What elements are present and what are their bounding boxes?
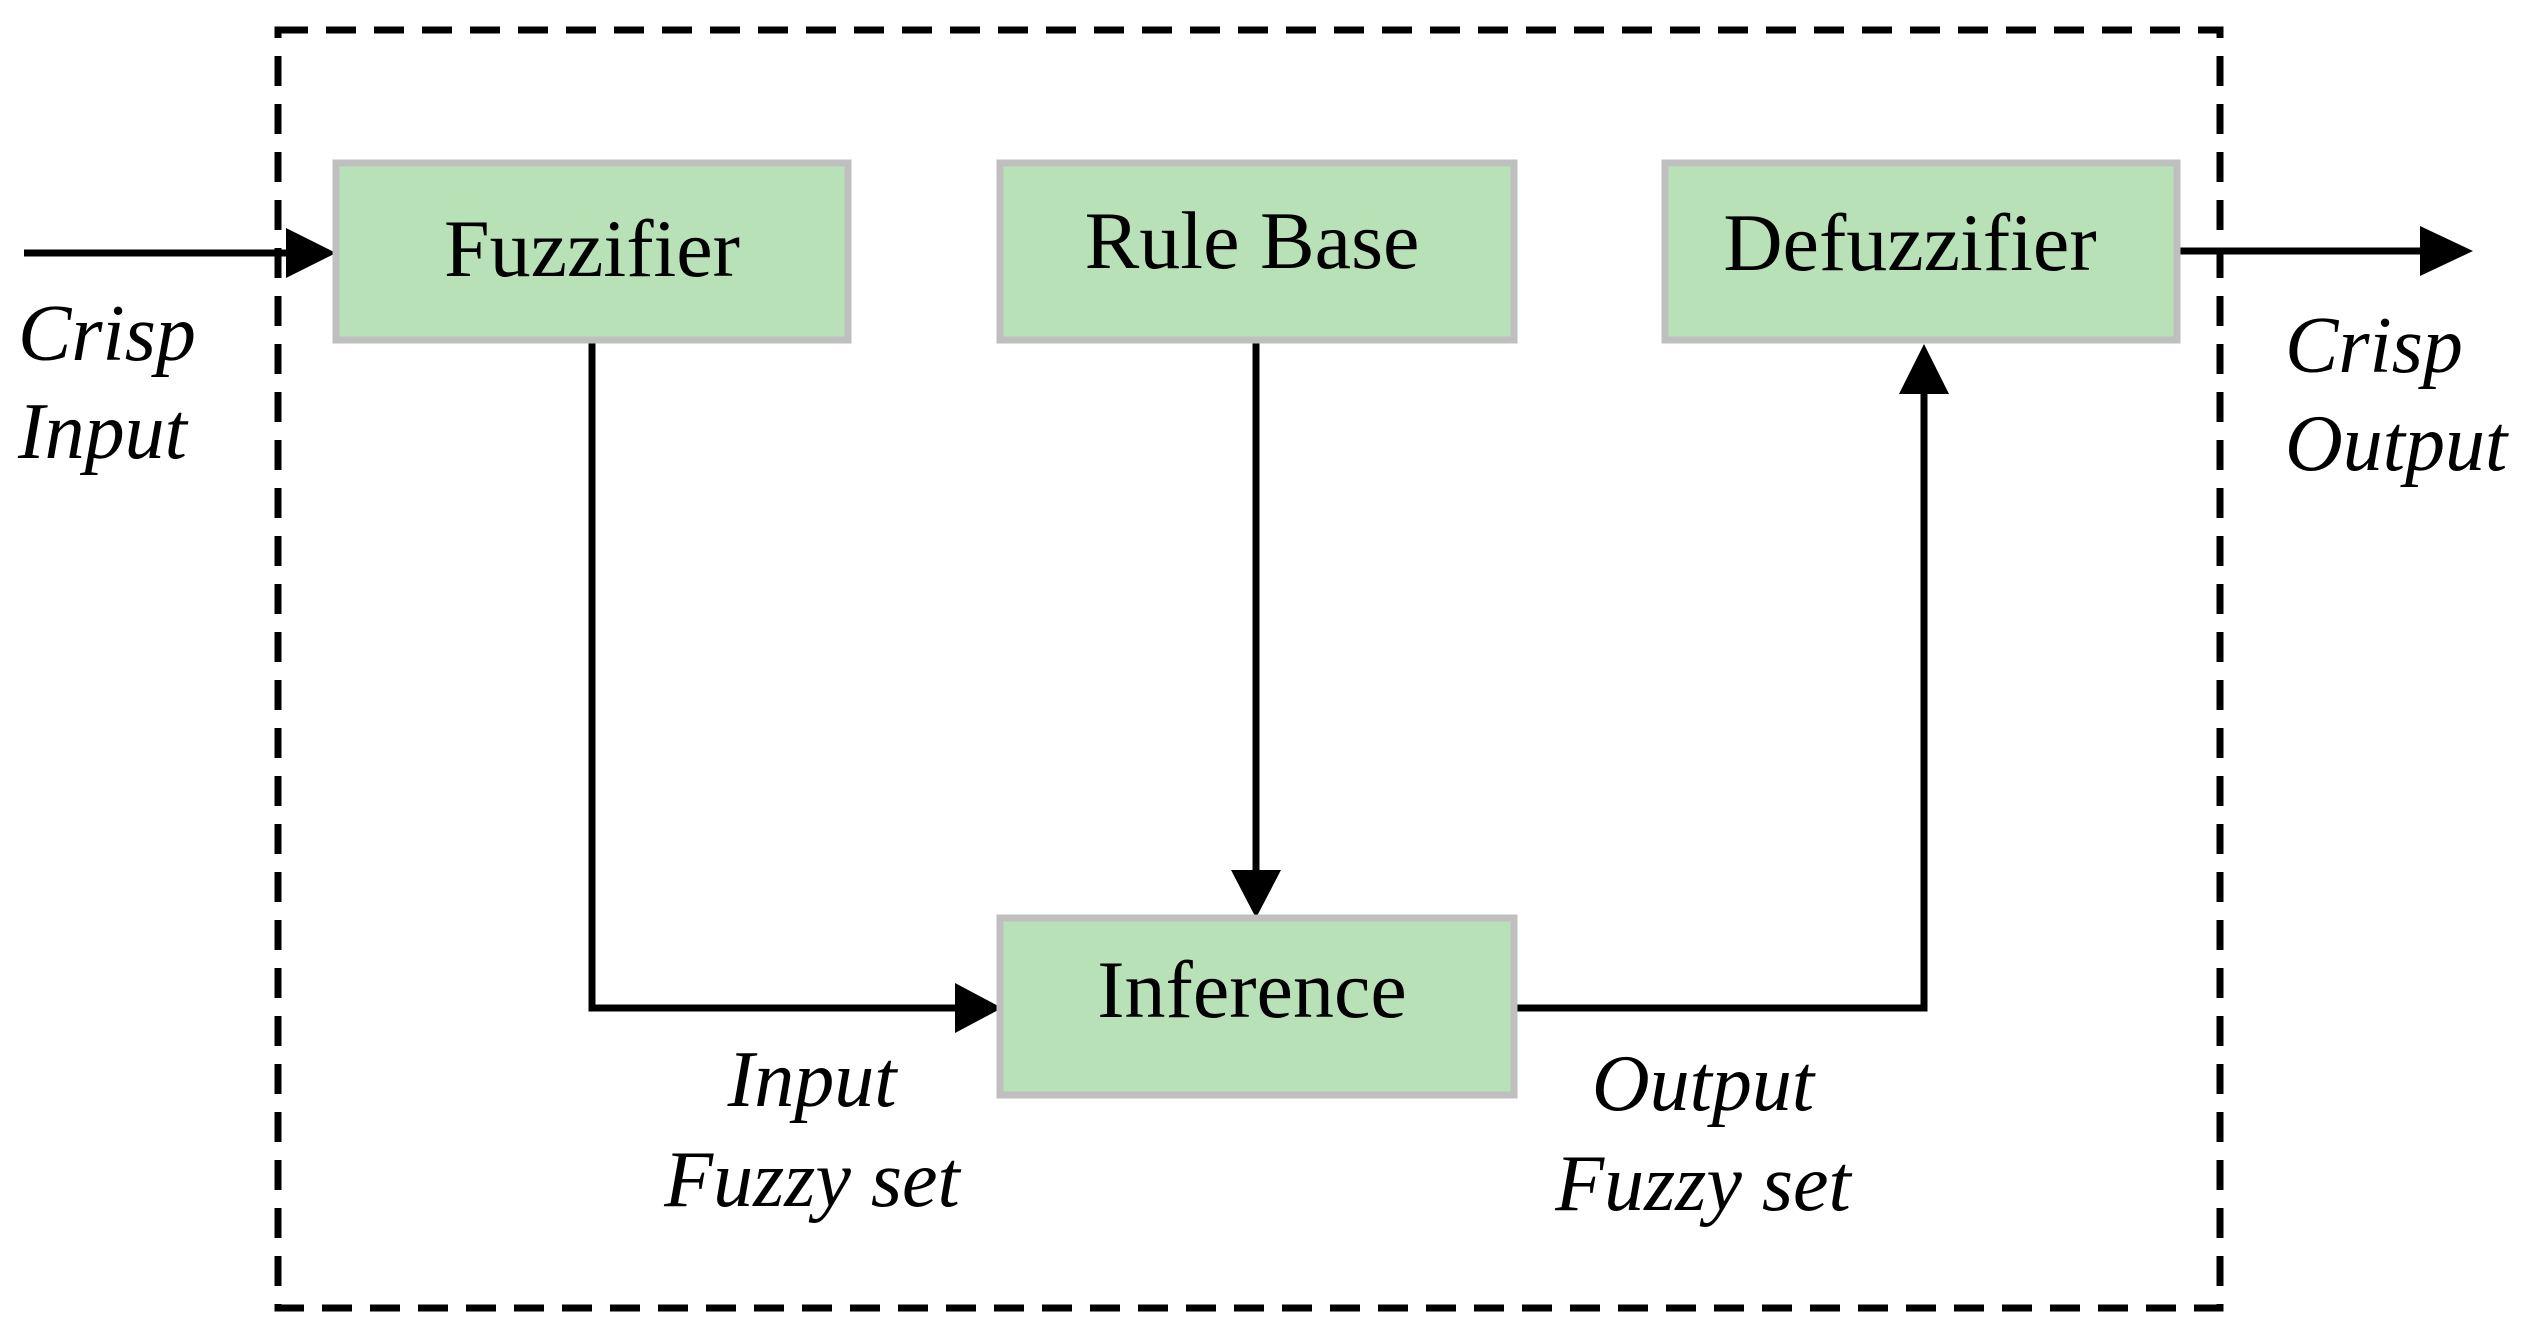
fuzzifier-to-inference-line [588,340,960,1012]
inference-to-defuzzifier-line [1515,390,1928,1012]
defuzzifier-block: Defuzzifier [1661,159,2181,344]
inference-box [996,914,1518,1099]
crisp-input-line-2: Input [17,388,189,476]
inference-to-defuzzifier-arrowhead [1899,344,1949,394]
fuzzifier-to-inference-arrowhead [955,983,1002,1033]
crisp-output-line-1: Crisp [2285,302,2463,390]
connectors [24,226,2473,1033]
output-fuzzy-set-line-1: Output [1592,1040,1816,1128]
crisp-output-label: Crisp Output [2285,302,2509,488]
defuzzifier-label: Defuzzifier [1723,197,2096,288]
output-fuzzy-set-label: Output Fuzzy set [1554,1040,1852,1228]
crisp-input-arrowhead [286,228,336,278]
rule-base-box [996,159,1518,344]
crisp-input-line-1: Crisp [18,290,196,378]
inference-block: Inference [996,914,1518,1099]
input-fuzzy-set-line-1: Input [727,1036,899,1124]
crisp-input-label: Crisp Input [17,290,196,476]
inference-label: Inference [1097,944,1407,1035]
input-fuzzy-set-label: Input Fuzzy set [663,1036,961,1224]
fuzzifier-label: Fuzzifier [444,203,740,294]
output-fuzzy-set-line-2: Fuzzy set [1554,1140,1852,1228]
input-fuzzy-set-line-2: Fuzzy set [663,1136,961,1224]
rule-base-to-inference-arrowhead [1231,870,1281,918]
defuzzifier-box [1661,159,2181,344]
rule-base-block: Rule Base [996,159,1518,344]
system-boundary [274,26,2224,1312]
crisp-output-arrowhead [2420,226,2473,276]
crisp-output-line-2: Output [2285,400,2509,488]
rule-base-label: Rule Base [1085,195,1420,286]
fuzzifier-box [332,159,852,344]
fuzzifier-block: Fuzzifier [332,159,852,344]
